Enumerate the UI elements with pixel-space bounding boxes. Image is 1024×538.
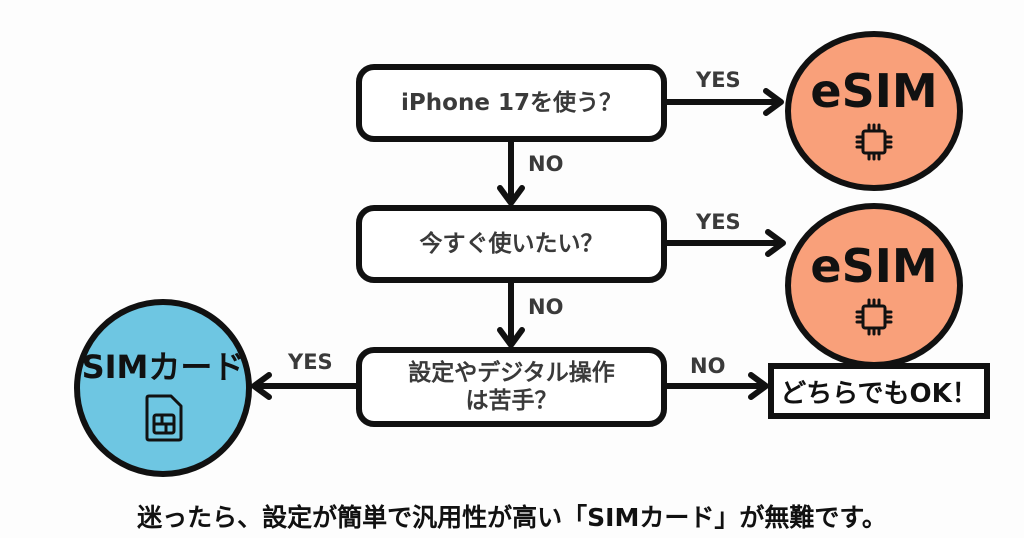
arrowhead-q1-no — [497, 185, 525, 206]
outcome-label: どちらでもOK！ — [780, 378, 978, 409]
outcome-esim-1: eSIM — [785, 31, 963, 191]
outcome-label: SIMカード — [81, 348, 245, 386]
edge-label-no: NO — [690, 354, 726, 378]
outcome-label: eSIM — [810, 64, 938, 118]
arrowhead-q3-yes — [251, 372, 272, 400]
outcome-either-ok: どちらでもOK！ — [768, 363, 990, 419]
arrowhead-q2-no — [497, 327, 525, 348]
chip-icon — [855, 298, 893, 335]
edge-label-yes: YES — [288, 350, 333, 374]
outcome-esim-2: eSIM — [785, 203, 963, 368]
arrowhead-q1-yes — [763, 88, 784, 116]
outcome-sim-card: SIMカード — [74, 299, 252, 477]
edge-label-no: NO — [528, 152, 564, 176]
arrowhead-q2-yes — [765, 229, 786, 257]
chip-icon — [855, 123, 893, 161]
sim-card-icon — [145, 394, 183, 442]
question-text: 今すぐ使いたい？ — [419, 231, 604, 257]
question-box-iphone17: iPhone 17を使う？ — [356, 64, 667, 142]
outcome-label: eSIM — [810, 238, 938, 293]
arrowhead-q3-no — [748, 372, 769, 400]
footer-recommendation: 迷ったら、設定が簡単で汎用性が高い「SIMカード」が無難です。 — [137, 503, 887, 532]
question-text: iPhone 17を使う？ — [401, 90, 622, 116]
edge-label-yes: YES — [696, 210, 741, 234]
question-box-digital-skill: 設定やデジタル操作 は苦手？ — [356, 347, 667, 427]
question-text-line1: 設定やデジタル操作 — [408, 360, 615, 386]
edge-label-yes: YES — [696, 68, 741, 92]
edge-label-no: NO — [528, 295, 564, 319]
question-box-use-now: 今すぐ使いたい？ — [356, 205, 667, 283]
question-text-line2: は苦手？ — [465, 388, 558, 414]
